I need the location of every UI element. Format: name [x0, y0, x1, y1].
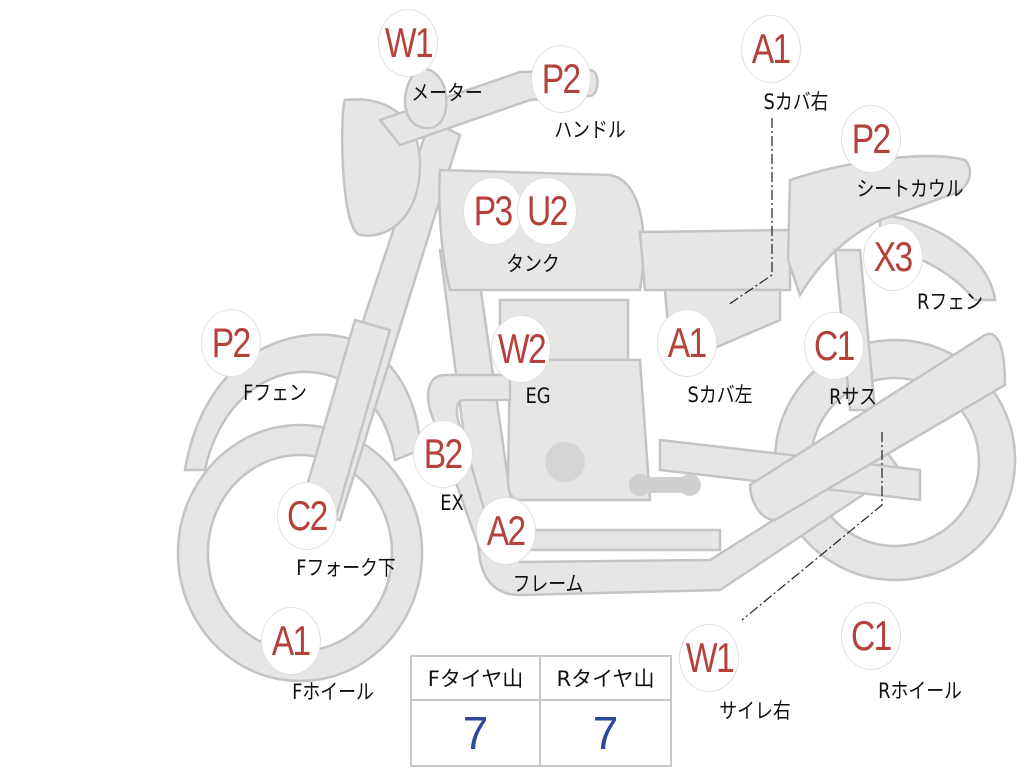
condition-code: W1 [679, 624, 739, 692]
part-label: EX [440, 491, 464, 515]
part-label: Rホイール [878, 679, 962, 703]
condition-code: U2 [517, 177, 577, 245]
condition-code: B2 [413, 420, 473, 488]
part-label: EG [525, 384, 551, 408]
condition-code: P3 [463, 177, 523, 245]
rear-tire-header: Rタイヤ山 [541, 657, 670, 701]
engine [506, 358, 652, 502]
part-label: メーター [411, 81, 483, 105]
condition-code: C1 [804, 312, 864, 380]
part-label: フレーム [512, 572, 584, 596]
front-tire-value: 7 [412, 701, 541, 765]
condition-code: W2 [491, 315, 551, 383]
part-label: ハンドル [554, 118, 626, 142]
part-label: サイレ右 [719, 699, 791, 723]
part-label: シートカウル [856, 177, 964, 201]
part-label: Sカバ左 [687, 383, 753, 407]
part-label: Fフェン [243, 381, 307, 405]
condition-code: C1 [841, 602, 901, 670]
condition-code: A2 [476, 497, 536, 565]
meter [403, 68, 448, 130]
condition-code: P2 [531, 45, 591, 113]
condition-code: X3 [863, 223, 923, 291]
footrest [629, 474, 701, 496]
part-label: Fフォーク下 [296, 556, 396, 580]
condition-code: P2 [841, 105, 901, 173]
frame [438, 248, 902, 597]
engine-cover [545, 442, 585, 482]
seat [638, 228, 792, 292]
condition-code: W1 [378, 9, 438, 77]
part-label: Rサス [829, 385, 877, 409]
condition-code: A1 [657, 309, 717, 377]
condition-code: P2 [201, 309, 261, 377]
leader-line-scover-right [727, 118, 773, 306]
leader-line-silencer [741, 432, 883, 621]
part-label: Rフェン [917, 290, 983, 314]
muffler [748, 332, 1007, 522]
condition-code: C2 [277, 482, 337, 550]
part-label: Sカバ右 [763, 90, 829, 114]
condition-code: A1 [741, 15, 801, 83]
front-tire-header: Fタイヤ山 [412, 657, 541, 701]
tire-tread-table: Fタイヤ山 Rタイヤ山 7 7 [410, 655, 672, 767]
condition-code: A1 [261, 607, 321, 675]
part-label: Fホイール [292, 680, 374, 704]
rear-tire-value: 7 [592, 707, 619, 759]
part-label: タンク [506, 252, 560, 276]
